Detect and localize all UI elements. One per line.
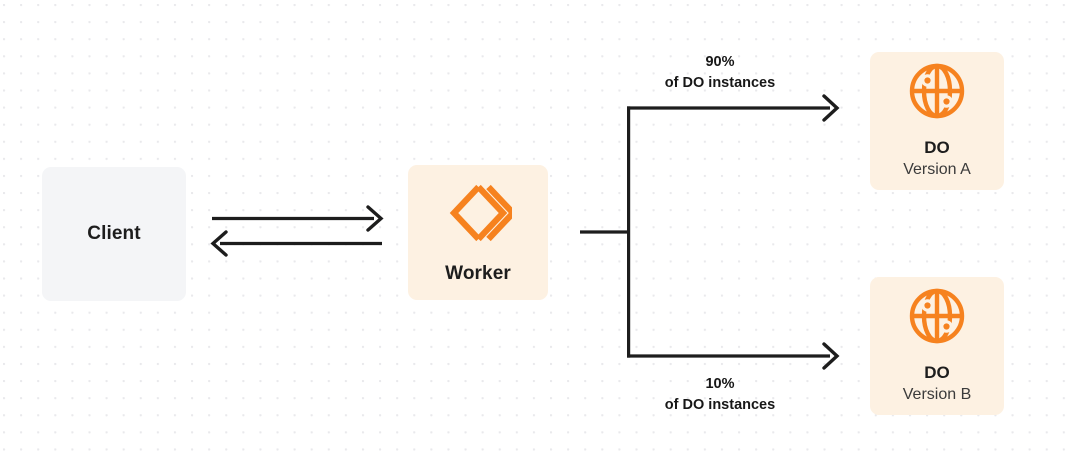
do-b-version-label: Version B: [902, 385, 972, 403]
edge-worker-to-client: [210, 230, 382, 257]
do-a-title: DO: [924, 138, 950, 158]
arrowhead-left-worker-to-client: [210, 230, 228, 257]
edge-label-do-a-description: of DO instances: [664, 74, 776, 91]
worker-label: Worker: [445, 263, 511, 284]
edge-worker-to-do-a: [627, 94, 840, 122]
arrowhead-right-client-to-worker: [366, 205, 384, 232]
globe-icon: [907, 286, 967, 351]
do-b-title: DO: [924, 363, 950, 383]
edge-label-do-a: 90% of DO instances: [597, 52, 843, 93]
cloudflare-workers-icon: [444, 182, 518, 249]
node-worker[interactable]: Worker: [408, 165, 548, 300]
do-a-version-label: Version A: [903, 160, 971, 178]
edge-worker-to-do-b: [627, 342, 840, 370]
node-client[interactable]: Client: [42, 167, 186, 301]
edge-label-do-b-description: of DO instances: [664, 396, 776, 413]
edge-label-do-b: 10% of DO instances: [597, 374, 843, 415]
node-do-version-b[interactable]: DO Version B: [870, 277, 1004, 415]
client-label: Client: [87, 223, 141, 244]
edge-client-to-worker: [212, 205, 384, 232]
edge-label-do-a-percent: 90%: [705, 54, 735, 70]
edge-label-do-b-percent: 10%: [705, 376, 735, 392]
globe-icon: [907, 61, 967, 126]
node-do-version-a[interactable]: DO Version A: [870, 52, 1004, 190]
arrowhead-to-do-b: [822, 342, 840, 370]
arrowhead-to-do-a: [822, 94, 840, 122]
